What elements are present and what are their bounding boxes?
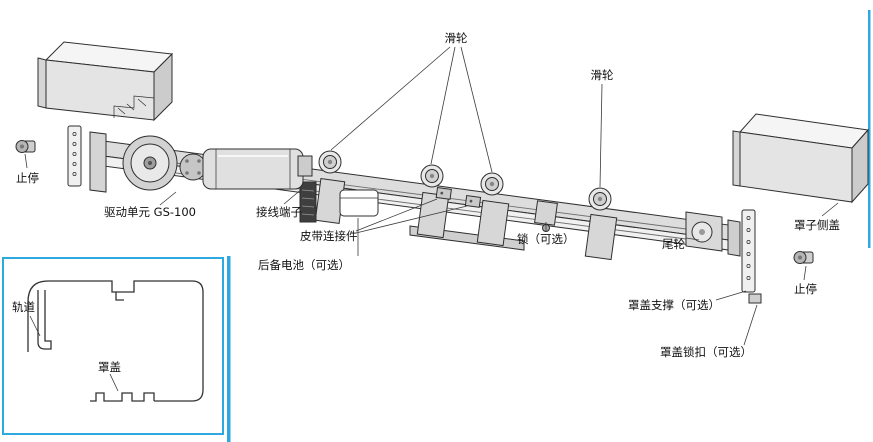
- right-cover-box: [732, 113, 869, 204]
- leader-tail: [685, 237, 700, 241]
- roller-4: [588, 187, 612, 211]
- leader-stop-left: [24, 153, 28, 169]
- roller-2: [420, 164, 444, 188]
- page-edge-accent: [868, 10, 871, 248]
- rail-end-plate: [727, 219, 741, 257]
- label-belt-connector: 皮带连接件: [300, 229, 358, 243]
- right-box-right-face: [851, 128, 869, 204]
- leader-inset-cover: [109, 373, 119, 392]
- label-terminal: 接线端子: [256, 205, 302, 219]
- label-drive-unit: 驱动单元 GS-100: [104, 205, 196, 219]
- profile-cover-teeth: [90, 392, 155, 402]
- leader-lines: [24, 46, 839, 346]
- label-pulley-top: 滑轮: [445, 31, 468, 45]
- belt-connectors: [435, 186, 482, 208]
- leader-terminal: [283, 187, 304, 205]
- belt-connector-2: [464, 194, 482, 208]
- label-backup-battery: 后备电池（可选）: [258, 258, 350, 272]
- bracket-b: [416, 191, 450, 239]
- backup-battery: [339, 189, 379, 217]
- label-inset-cover: 罩盖: [98, 360, 121, 374]
- tail-pulley-assembly: [685, 211, 741, 257]
- left-box-cutaway: [113, 95, 155, 118]
- profile-track-channel: [37, 290, 52, 350]
- leader-pulley-2: [430, 46, 456, 165]
- cover-support-strip: [741, 209, 756, 293]
- bracket-c: [476, 199, 510, 247]
- inset-border: [2, 257, 224, 435]
- rollers: [318, 150, 612, 211]
- label-lock: 锁（可选）: [517, 232, 575, 246]
- left-box-end-cap: [37, 57, 47, 109]
- leader-side-cap: [821, 202, 839, 217]
- label-cover-support: 罩盖支撑（可选）: [628, 298, 720, 312]
- leader-pulley-right: [599, 83, 603, 188]
- leader-stop-right: [803, 265, 807, 281]
- left-cover-box: [37, 41, 174, 122]
- label-tail-pulley: 尾轮: [662, 237, 685, 251]
- stop-right-part: [793, 251, 814, 264]
- roller-1: [318, 150, 342, 174]
- labels: 滑轮 滑轮 止停 驱动单元 GS-100 接线端子 皮带连接件 后备电池（可选）…: [16, 31, 840, 359]
- motor-connector: [297, 155, 313, 177]
- leader-drive-unit: [159, 191, 177, 206]
- profile-notch-detail: [115, 292, 124, 301]
- leader-belt-connector-1: [355, 198, 438, 232]
- leader-inset-track: [29, 315, 41, 337]
- belt-connector-1: [435, 186, 452, 200]
- leader-pulley-3: [460, 46, 493, 173]
- roller-3: [480, 172, 504, 196]
- left-perforated-strip: [67, 125, 82, 187]
- cross-section-inset: 轨道 罩盖: [2, 256, 231, 442]
- leader-belt-connector-2: [355, 205, 468, 234]
- profile-outer: [27, 280, 204, 402]
- gearbox: [179, 153, 207, 181]
- right-box-end-cap: [732, 130, 741, 187]
- leader-pulley-1: [330, 46, 451, 151]
- leader-support: [715, 290, 747, 301]
- bracket-d: [584, 213, 618, 261]
- label-pulley-right: 滑轮: [591, 68, 614, 82]
- label-inset-track: 轨道: [12, 300, 35, 314]
- leader-latch: [743, 304, 758, 346]
- label-cover-latch: 罩盖锁扣（可选）: [660, 345, 752, 359]
- label-stop-left: 止停: [16, 171, 39, 185]
- stop-left-part: [15, 140, 36, 153]
- drive-unit: [67, 125, 313, 193]
- wiring-terminal: [299, 181, 317, 223]
- left-box-right-face: [153, 52, 173, 122]
- drive-end-plate: [89, 131, 107, 193]
- label-cover-side-cap: 罩子侧盖: [794, 218, 840, 232]
- inset-accent-bar: [227, 256, 231, 442]
- cover-latch-part: [748, 293, 762, 304]
- label-stop-right: 止停: [794, 282, 817, 296]
